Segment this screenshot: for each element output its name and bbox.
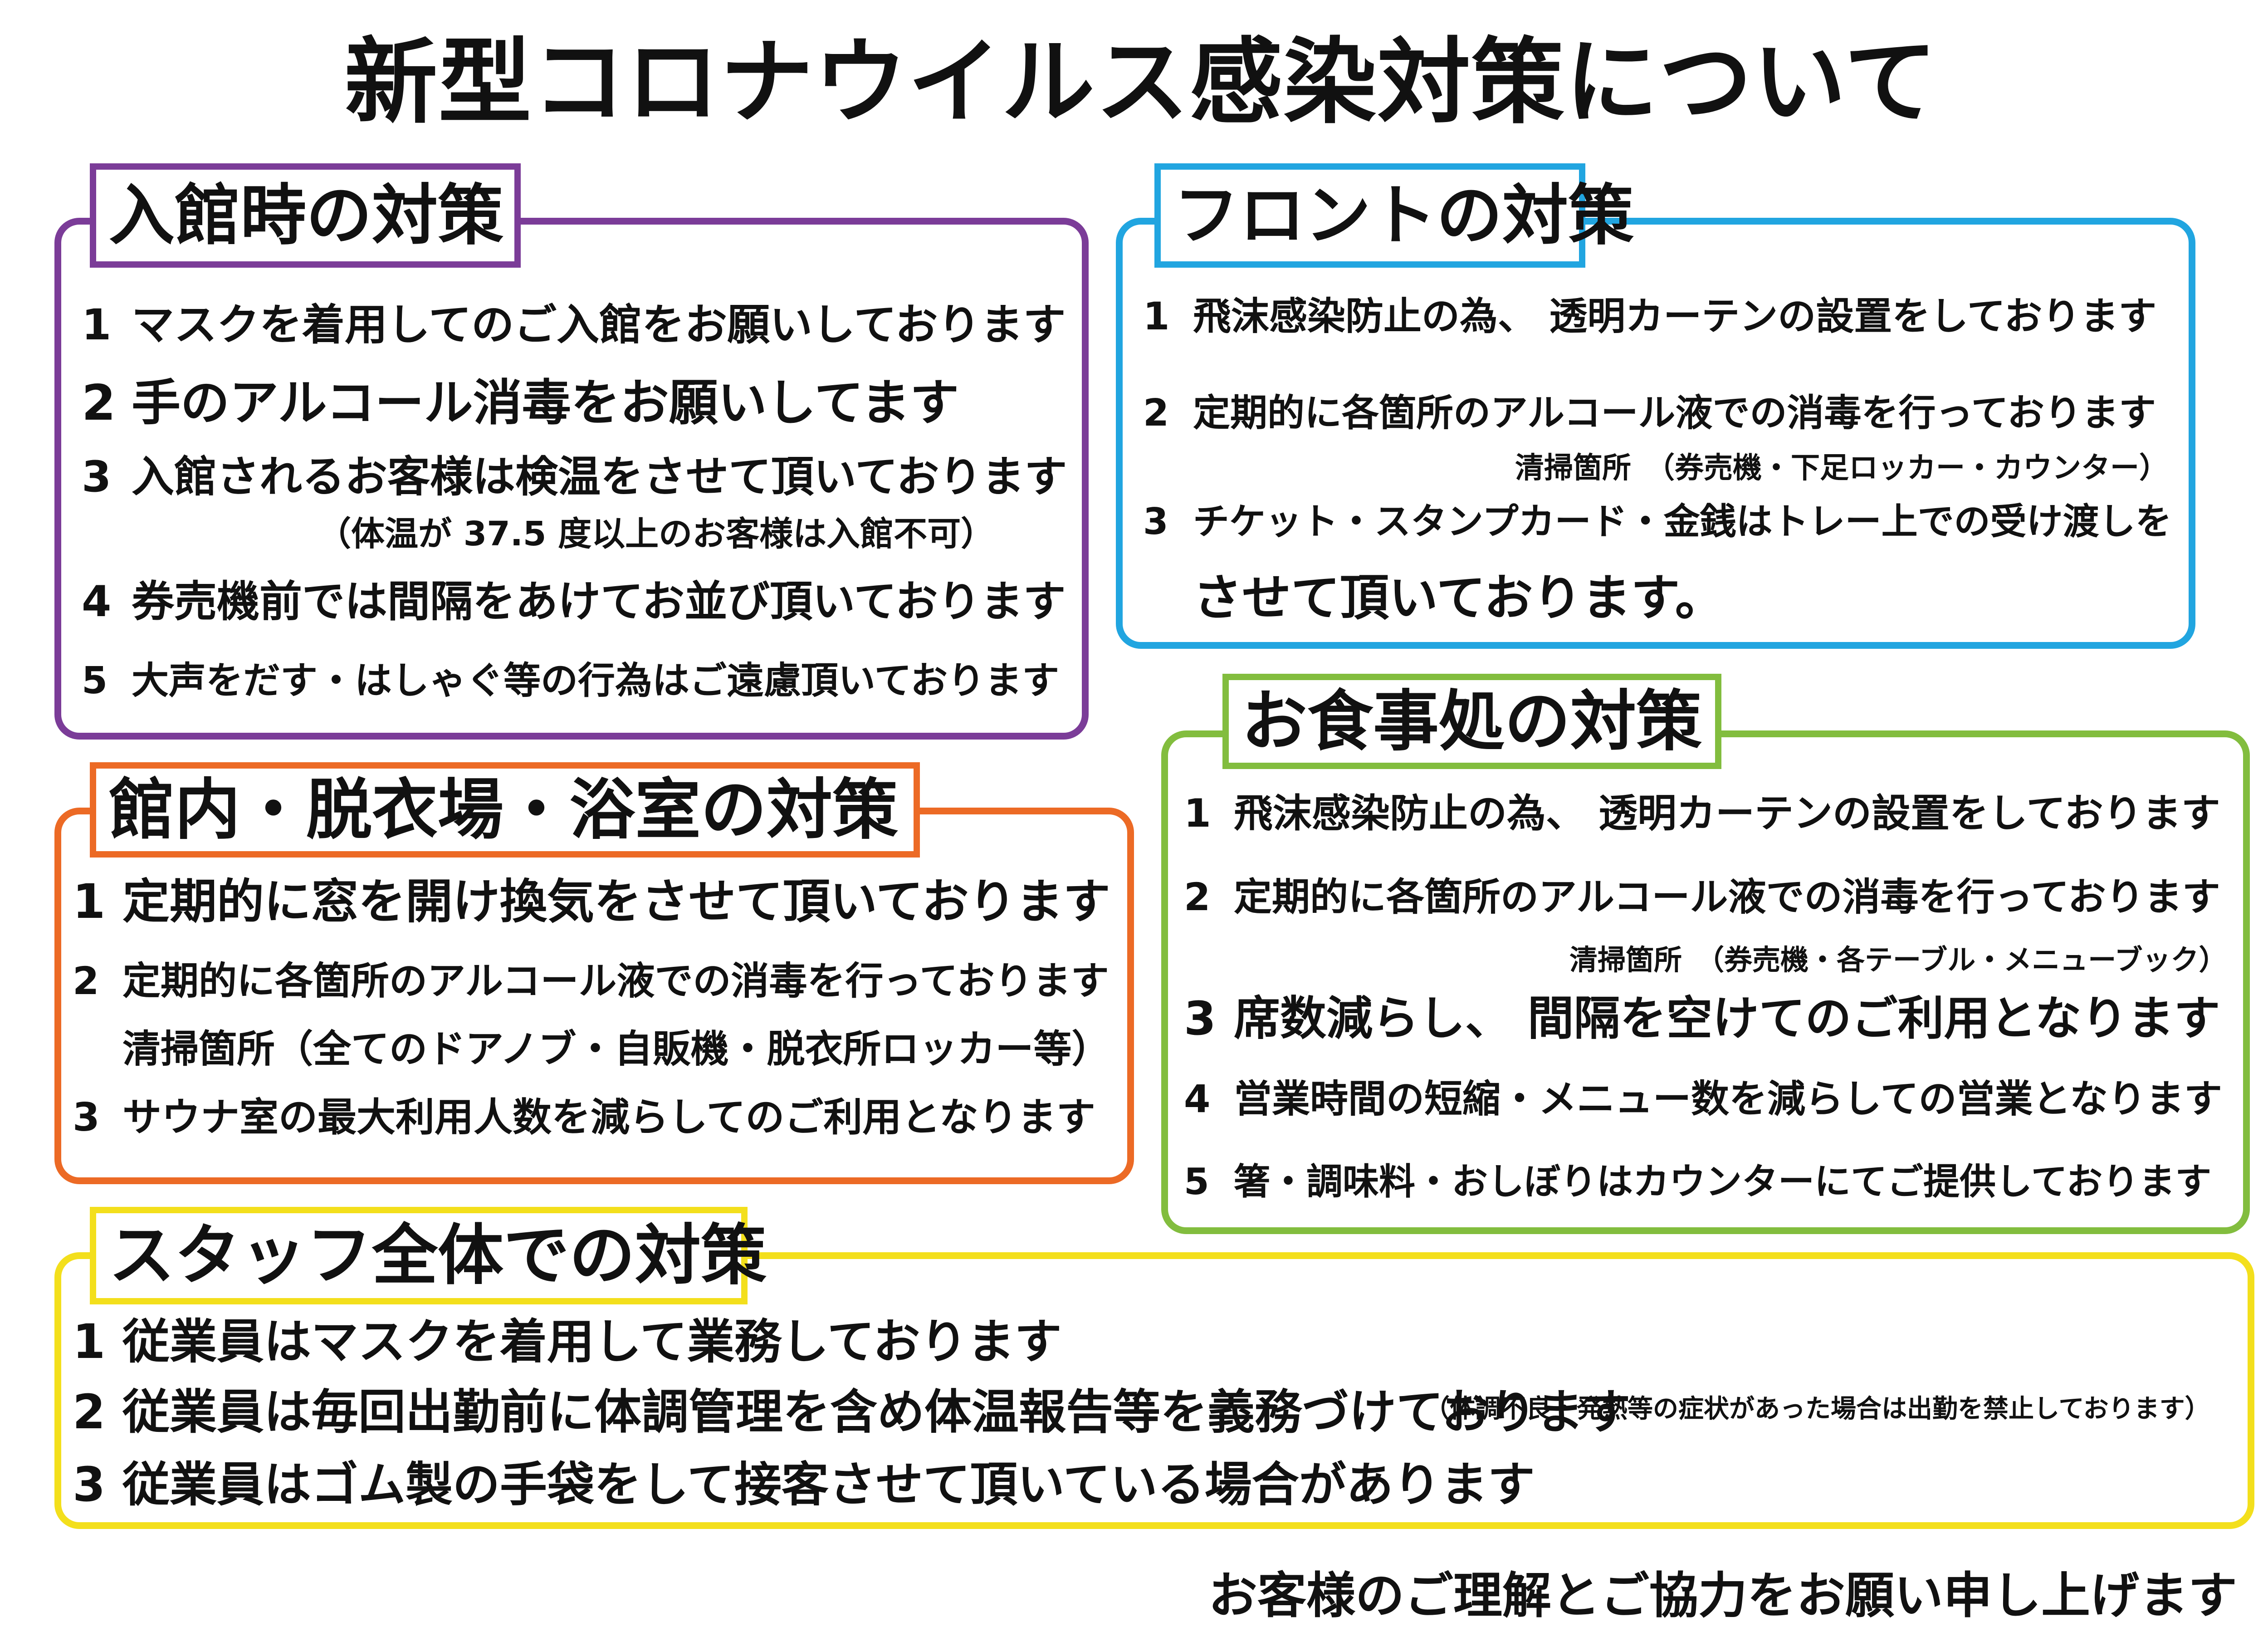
front-item-2-number: 2 [1143,392,1169,435]
food-item-5-text: 箸・調味料・おしぼりはカウンターにてご提供しております [1234,1161,2212,1203]
staff-item-3-number: 3 [73,1457,106,1512]
food-cleaning-note: 清掃箇所 （券売機・各テーブル・メニューブック） [1569,943,2227,976]
front-item-3-number: 3 [1143,500,1168,543]
entry-item-1-number: 1 [82,300,112,350]
food-item-5: 5 箸・調味料・おしぼりはカウンターにてご提供しております [1184,1164,2211,1200]
food-item-2-text: 定期的に各箇所のアルコール液での消毒を行っております [1234,875,2220,919]
bath-item-3: 3 サウナ室の最大利用人数を減らしてのご利用となります [73,1098,1095,1137]
staff-item-2-number: 2 [73,1384,106,1440]
bath-item-1-text: 定期的に窓を開け換気をさせて頂いております [122,874,1110,929]
front-item-1-text: 飛沫感染防止の為、 透明カーテンの設置をしております [1193,294,2157,338]
staff-illness-note: （体調不良・発熱等の症状があった場合は出勤を禁止しております） [1424,1394,2210,1424]
staff-item-3-text: 従業員はゴム製の手袋をして接客させて頂いている場合があります [122,1457,1535,1512]
bath-item-3-number: 3 [73,1095,100,1140]
bath-item-2-number: 2 [73,959,99,1003]
bath-item-2: 2 定期的に各箇所のアルコール液での消毒を行っております [73,962,1109,1000]
entry-item-2-text: 手のアルコール消毒をお願いしてます [132,375,959,431]
entry-section-box [54,218,1089,740]
front-item-1-number: 1 [1143,294,1170,338]
closing-message: お客様のご理解とご協力をお願い申し上げます [1208,1568,2237,1624]
food-item-4-number: 4 [1184,1077,1211,1121]
bath-item-2-text: 定期的に各箇所のアルコール液での消毒を行っております [122,959,1109,1003]
staff-item-1-text: 従業員はマスクを着用して業務しております [122,1314,1062,1369]
food-section-box [1161,730,2250,1234]
front-item-3-continued: させて頂いております。 [1193,570,1724,627]
food-item-4: 4 営業時間の短縮・メニュー数を減らしての営業となります [1184,1080,2222,1118]
staff-section-heading: スタッフ全体での対策 [90,1207,767,1304]
food-item-1-text: 飛沫感染防止の為、 透明カーテンの設置をしております [1234,791,2220,836]
entry-item-3-number: 3 [82,452,112,502]
bath-item-2-continued: 清掃箇所（全てのドアノブ・自販機・脱衣所ロッカー等） [122,1027,1110,1071]
staff-item-1-number: 1 [73,1314,106,1369]
front-item-1: 1 飛沫感染防止の為、 透明カーテンの設置をしております [1143,297,2156,335]
food-section-heading: お食事処の対策 [1222,674,1721,769]
front-cleaning-note: 清掃箇所 （券売機・下足ロッカー・カウンター） [1515,451,2168,485]
food-item-1: 1 飛沫感染防止の為、 透明カーテンの設置をしております [1184,794,2220,833]
entry-item-3-text: 入館されるお客様は検温をさせて頂いております [132,452,1067,502]
food-item-3-text: 席数減らし、 間隔を空けてのご利用となります [1234,992,2220,1046]
bath-section-heading: 館内・脱衣場・浴室の対策 [90,762,920,858]
food-item-2-number: 2 [1184,875,1211,919]
entry-item-1-text: マスクを着用してのご入館をお願いしております [132,300,1066,350]
entry-temperature-note: （体温が 37.5 度以上のお客様は入館不可） [318,515,995,554]
entry-item-5: 5 大声をだす・はしゃぐ等の行為はご遠慮頂いております [82,662,1059,700]
food-item-2: 2 定期的に各箇所のアルコール液での消毒を行っております [1184,878,2220,916]
food-item-5-number: 5 [1184,1161,1209,1203]
front-item-2: 2 定期的に各箇所のアルコール液での消毒を行っております [1143,395,2156,432]
entry-item-4-number: 4 [82,577,112,627]
front-section-heading: フロントの対策 [1154,163,1634,268]
entry-item-2-number: 2 [82,375,116,431]
entry-item-5-number: 5 [82,659,108,702]
entry-item-5-text: 大声をだす・はしゃぐ等の行為はご遠慮頂いております [132,659,1060,702]
entry-item-4-text: 券売機前では間隔をあけてお並び頂いております [132,577,1066,627]
page-title: 新型コロナウイルス感染対策について [344,29,1938,137]
bath-item-1-number: 1 [73,874,106,929]
front-item-3-text: チケット・スタンプカード・金銭はトレー上での受け渡しを [1193,500,2172,543]
entry-section-heading: 入館時の対策 [90,163,521,268]
food-item-1-number: 1 [1184,791,1211,836]
food-item-3-number: 3 [1184,992,1216,1046]
food-item-4-text: 営業時間の短縮・メニュー数を減らしての営業となります [1234,1077,2222,1121]
front-item-2-text: 定期的に各箇所のアルコール液での消毒を行っております [1193,392,2156,435]
staff-item-2-text: 従業員は毎回出勤前に体調管理を含め体温報告等を義務づけております [122,1384,1631,1440]
bath-item-3-text: サウナ室の最大利用人数を減らしてのご利用となります [122,1095,1095,1140]
